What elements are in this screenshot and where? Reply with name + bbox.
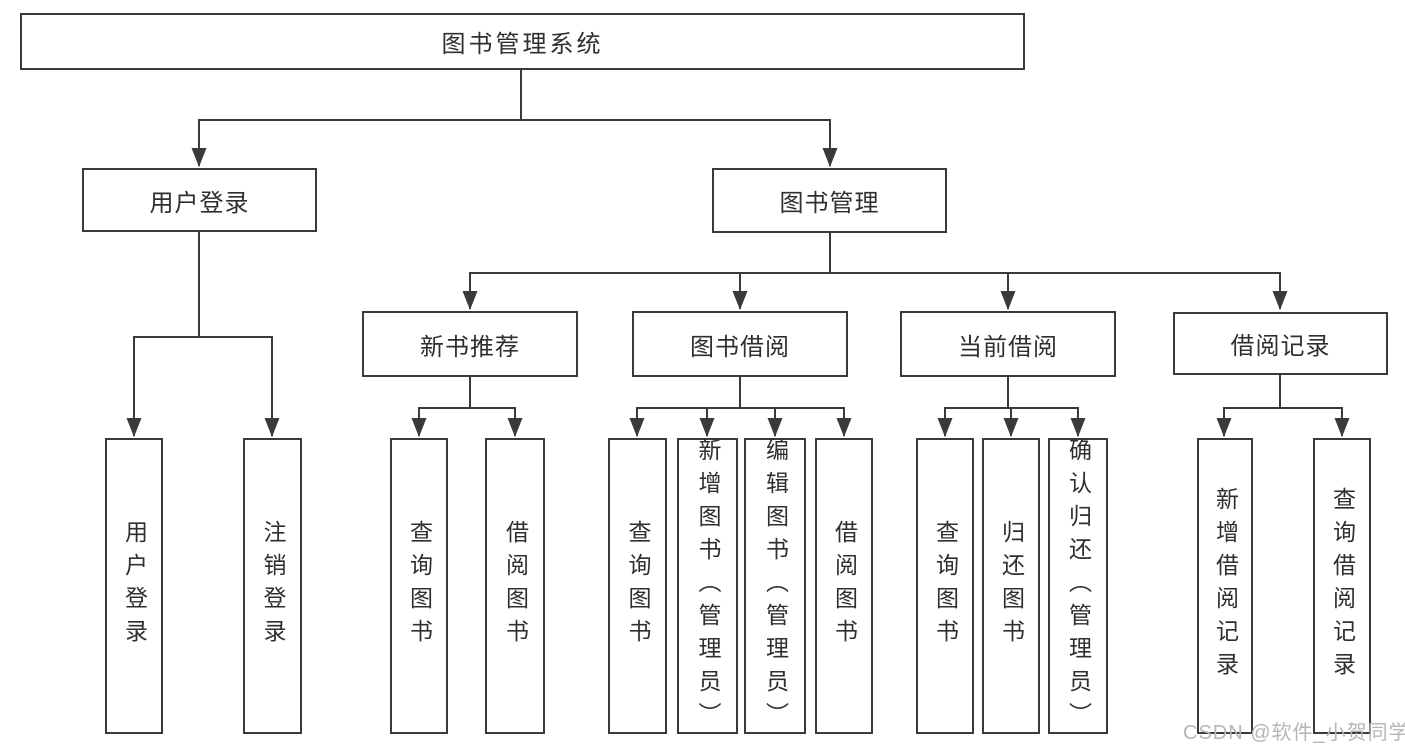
leaf-confirm-return-admin-label: 确认归还（管理员） bbox=[1065, 437, 1092, 735]
leaf-edit-books-admin: 编辑图书（管理员） bbox=[744, 437, 806, 735]
leaf-return-books-label: 归还图书 bbox=[998, 520, 1025, 652]
leaf-query-borrow-record: 查询借阅记录 bbox=[1313, 438, 1371, 734]
leaf-query-borrow-record-label: 查询借阅记录 bbox=[1329, 487, 1356, 685]
leaf-user-login-label: 用户登录 bbox=[121, 520, 148, 652]
node-borrow-records: 借阅记录 bbox=[1173, 312, 1388, 375]
leaf-edit-books-admin-label: 编辑图书（管理员） bbox=[762, 437, 789, 735]
leaf-borrow-books-recommend-label: 借阅图书 bbox=[502, 520, 529, 652]
leaf-query-books-recommend: 查询图书 bbox=[390, 438, 448, 734]
node-book-management: 图书管理 bbox=[712, 168, 947, 233]
leaf-confirm-return-admin: 确认归还（管理员） bbox=[1048, 437, 1108, 735]
leaf-logout-label: 注销登录 bbox=[260, 520, 286, 652]
leaf-logout: 注销登录 bbox=[243, 438, 302, 734]
leaf-query-books-borrow-label: 查询图书 bbox=[625, 520, 651, 652]
leaf-query-books-current: 查询图书 bbox=[916, 438, 974, 734]
leaf-add-books-admin: 新增图书（管理员） bbox=[677, 437, 738, 735]
node-user-login: 用户登录 bbox=[82, 168, 317, 232]
leaf-user-login: 用户登录 bbox=[105, 438, 163, 734]
leaf-add-borrow-record: 新增借阅记录 bbox=[1197, 438, 1253, 734]
node-new-book-recommend: 新书推荐 bbox=[362, 311, 578, 377]
node-book-borrow: 图书借阅 bbox=[632, 311, 848, 377]
leaf-add-borrow-record-label: 新增借阅记录 bbox=[1212, 487, 1239, 685]
leaf-query-books-recommend-label: 查询图书 bbox=[406, 520, 433, 652]
leaf-borrow-books: 借阅图书 bbox=[815, 438, 873, 734]
leaf-borrow-books-label: 借阅图书 bbox=[831, 520, 858, 652]
leaf-borrow-books-recommend: 借阅图书 bbox=[485, 438, 545, 734]
node-current-borrow: 当前借阅 bbox=[900, 311, 1116, 377]
leaf-add-books-admin-label: 新增图书（管理员） bbox=[695, 437, 721, 735]
leaf-return-books: 归还图书 bbox=[982, 438, 1040, 734]
leaf-query-books-current-label: 查询图书 bbox=[932, 520, 959, 652]
watermark: CSDN @软件_小贺同学 bbox=[1183, 722, 1405, 744]
node-root: 图书管理系统 bbox=[20, 13, 1025, 70]
leaf-query-books-borrow: 查询图书 bbox=[608, 438, 667, 734]
